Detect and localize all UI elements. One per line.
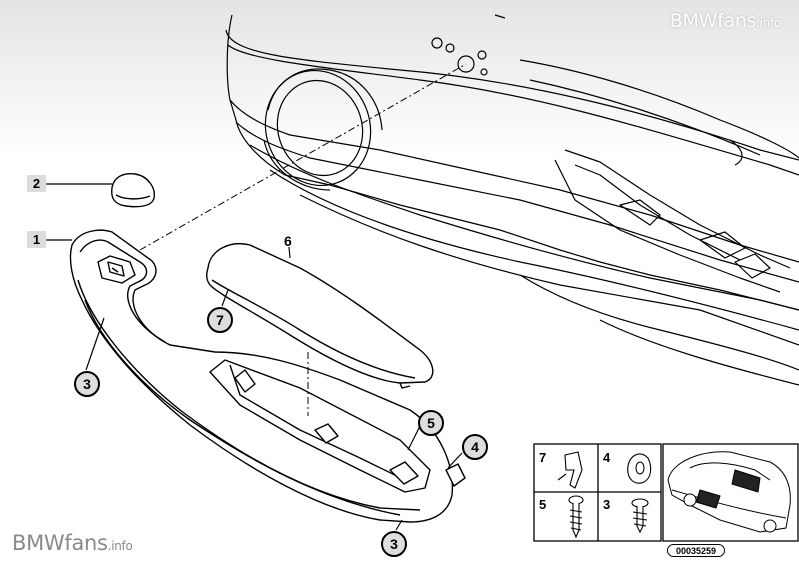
callout-4: 4 — [462, 434, 488, 460]
callout-2: 2 — [27, 175, 46, 192]
watermark-top: BMWfans.info — [669, 10, 782, 32]
part-number-label: 00035259 — [667, 544, 725, 557]
legend-cell-4: 4 — [603, 450, 611, 465]
armrest-pad-part-6 — [205, 243, 434, 389]
callout-3-left: 3 — [74, 371, 100, 397]
callout-3-bottom: 3 — [381, 531, 407, 557]
callout-1: 1 — [27, 231, 46, 248]
leader-lines — [46, 183, 463, 531]
cap-part-2 — [111, 173, 155, 208]
callout-6: 6 — [284, 233, 292, 249]
legend-icons — [557, 451, 652, 539]
legend-cell-5: 5 — [539, 497, 547, 512]
car-thumbnail — [667, 451, 791, 533]
watermark-bottom: BMWfans.info — [12, 531, 133, 555]
callout-7: 7 — [207, 307, 233, 333]
callout-5: 5 — [418, 410, 444, 436]
alignment-lines — [139, 63, 467, 416]
door-panel-drawing — [225, 14, 799, 386]
legend-cell-3: 3 — [603, 497, 611, 512]
legend-cell-7: 7 — [539, 450, 547, 465]
armrest-part — [69, 229, 466, 523]
